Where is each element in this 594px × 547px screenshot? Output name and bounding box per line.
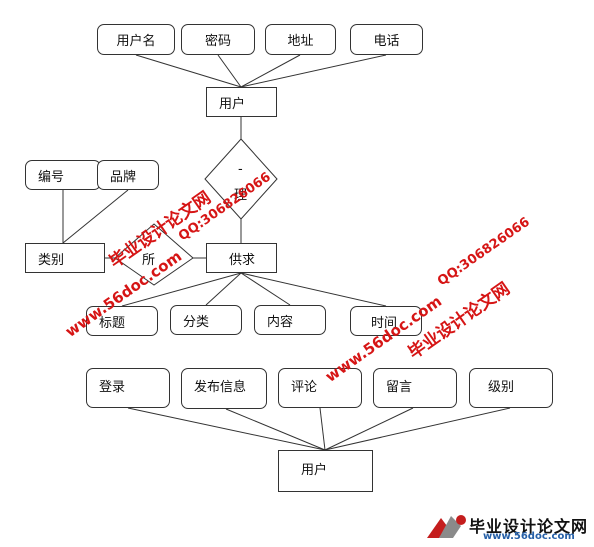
attr-password-label: 密码 (204, 34, 231, 49)
action-login: 登录 (86, 368, 170, 408)
action-level: 级别 (469, 368, 553, 408)
action-publish-label: 发布信息 (194, 380, 247, 395)
action-comment: 评论 (278, 368, 362, 408)
user-entity-bottom: 用户 (278, 450, 373, 492)
attr-title: 标题 (86, 306, 158, 336)
user-entity-top: 用户 (206, 87, 277, 117)
action-message-label: 留言 (386, 380, 413, 395)
supply-entity-label: 供求 (229, 252, 256, 268)
user-entity-bottom-label: 用户 (301, 463, 328, 478)
attr-classify-label: 分类 (183, 314, 210, 330)
attr-number-label: 编号 (38, 169, 65, 185)
manage-diamond (204, 138, 278, 220)
attr-username-label: 用户名 (116, 34, 156, 49)
category-entity-label: 类别 (38, 252, 65, 268)
attr-classify: 分类 (170, 305, 242, 335)
attr-username: 用户名 (97, 24, 175, 55)
manage-diamond-label-2: 理 (234, 188, 248, 203)
action-level-label: 级别 (488, 380, 515, 395)
attr-time: 时间 (350, 306, 422, 336)
attr-content: 内容 (254, 305, 326, 335)
attr-address-label: 地址 (287, 34, 314, 49)
attr-title-label: 标题 (99, 315, 126, 331)
user-entity-top-label: 用户 (219, 96, 246, 112)
belongs-diamond (114, 223, 194, 286)
site-logo: 毕业设计论文网 www.56doc.com (425, 512, 590, 544)
manage-diamond-label-1: - (238, 162, 243, 177)
logo-cn-text: 毕业设计论文网 (469, 517, 589, 536)
supply-entity: 供求 (206, 243, 277, 273)
action-login-label: 登录 (99, 380, 126, 395)
attr-phone: 电话 (350, 24, 423, 55)
attr-brand: 品牌 (97, 160, 159, 190)
logo-mark-icon (427, 515, 466, 538)
action-publish: 发布信息 (181, 368, 267, 409)
logo-url-text: www.56doc.com (483, 531, 575, 542)
action-comment-label: 评论 (291, 380, 318, 395)
attr-number: 编号 (25, 160, 101, 190)
attr-phone-label: 电话 (373, 34, 400, 49)
attr-content-label: 内容 (267, 314, 294, 330)
attr-brand-label: 品牌 (110, 169, 137, 185)
attr-password: 密码 (181, 24, 255, 55)
category-entity: 类别 (25, 243, 105, 273)
belongs-diamond-label: 所 (142, 253, 156, 268)
attr-time-label: 时间 (371, 315, 398, 331)
action-message: 留言 (373, 368, 457, 408)
attr-address: 地址 (265, 24, 336, 55)
